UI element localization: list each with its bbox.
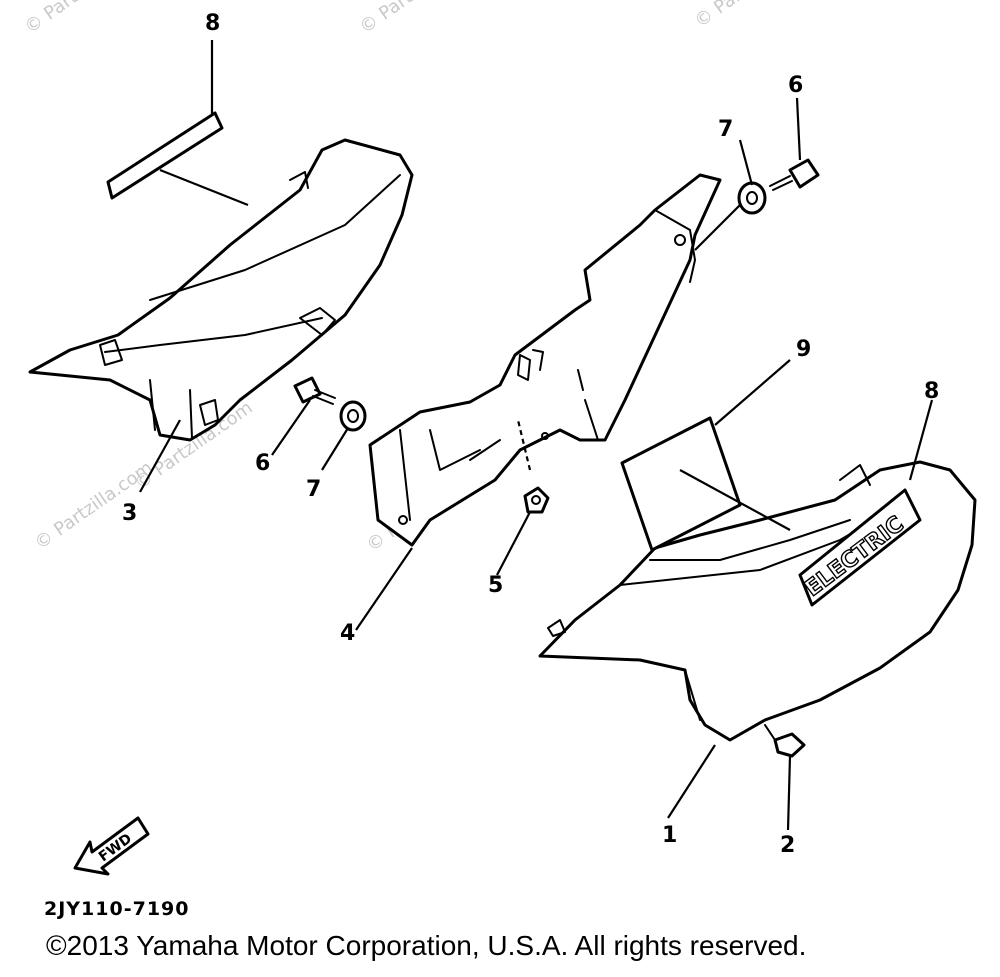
electric-decal-panel (798, 488, 922, 607)
callout-3: 3 (122, 501, 137, 526)
decal-sheet (620, 416, 742, 552)
nut-5 (523, 486, 550, 514)
fwd-arrow-icon: FWD (73, 816, 150, 876)
side-cover-left (28, 138, 414, 442)
leader-lines (139, 40, 934, 831)
callout-8-upper: 8 (205, 11, 220, 36)
callout-7-right: 7 (718, 117, 733, 142)
diagram-code: 2JY110-7190 (44, 898, 190, 920)
hardware (293, 158, 820, 758)
callout-6-right: 6 (788, 73, 803, 98)
callouts: 8 3 6 7 4 5 7 6 9 8 1 2 (122, 11, 939, 858)
screw-6-right (769, 158, 820, 191)
callout-4: 4 (340, 621, 355, 646)
watermark: © Partzilla.com (691, 0, 817, 32)
grommet-7-left (339, 400, 367, 432)
callout-9: 9 (796, 337, 811, 362)
callout-1: 1 (662, 823, 677, 848)
screw-6-left (293, 376, 336, 405)
callout-8-lower: 8 (924, 379, 939, 404)
watermark: © Partzilla.com (21, 0, 147, 38)
copyright-notice: ©2013 Yamaha Motor Corporation, U.S.A. A… (46, 930, 807, 961)
side-cover-right: ELECTRIC (538, 460, 977, 742)
watermark: © Partzilla.com (356, 0, 482, 38)
screw-2 (764, 724, 806, 758)
callout-6-left: 6 (255, 451, 270, 476)
decal-strip (106, 111, 224, 200)
bracket (368, 173, 722, 547)
grommet-7-right (737, 181, 767, 215)
callout-2: 2 (780, 833, 795, 858)
callout-5: 5 (488, 573, 503, 598)
callout-7-left: 7 (306, 477, 321, 502)
